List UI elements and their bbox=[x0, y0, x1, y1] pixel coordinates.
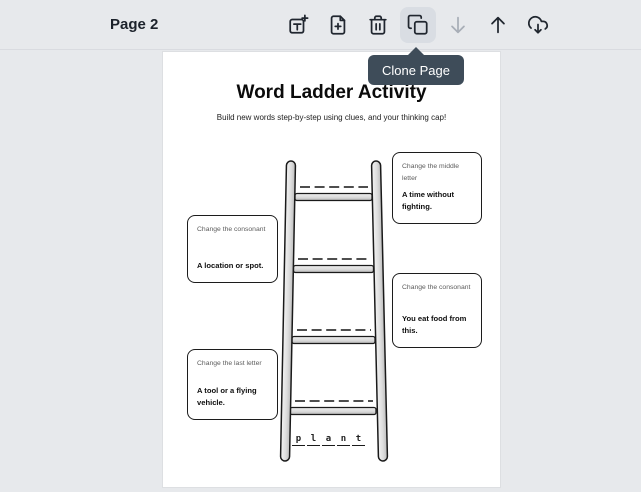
clue-box-label: Change the last letter bbox=[197, 360, 262, 367]
clue-box-label: Change the consonant bbox=[197, 226, 266, 233]
worksheet-subtitle: Build new words step-by-step using clues… bbox=[216, 113, 447, 122]
cloud-download-icon bbox=[527, 14, 549, 36]
clone-page-tooltip: Clone Page bbox=[368, 47, 464, 85]
clue-box-consonant-food: Change the consonant You eat food from t… bbox=[392, 273, 482, 348]
clue-box-label: Change the consonant bbox=[402, 284, 471, 291]
clue-box-clue: A location or spot. bbox=[197, 261, 264, 271]
move-page-up-button[interactable] bbox=[480, 7, 516, 43]
document-page[interactable]: Word Ladder Activity Build new words ste… bbox=[163, 52, 500, 487]
download-button[interactable] bbox=[520, 7, 556, 43]
arrow-down-icon bbox=[447, 14, 469, 36]
start-word: p l a n t bbox=[292, 433, 365, 446]
start-word-letter: l bbox=[307, 433, 320, 446]
clue-box-clue: A time without fighting. bbox=[402, 189, 455, 212]
add-text-button[interactable] bbox=[280, 7, 316, 43]
arrow-up-icon bbox=[487, 14, 509, 36]
trash-icon bbox=[367, 14, 389, 36]
worksheet-title: Word Ladder Activity bbox=[236, 82, 427, 103]
clue-box-label: Change the middle letter bbox=[402, 163, 460, 182]
clue-box-clue: You eat food from this. bbox=[402, 313, 467, 336]
start-word-letter: t bbox=[352, 433, 365, 446]
clone-page-icon bbox=[407, 14, 429, 36]
start-word-letter: a bbox=[322, 433, 335, 446]
clone-page-button[interactable] bbox=[400, 7, 436, 43]
start-word-letter: n bbox=[337, 433, 350, 446]
ladder-illustration bbox=[279, 160, 389, 462]
add-text-icon bbox=[287, 14, 309, 36]
delete-page-button[interactable] bbox=[360, 7, 396, 43]
toolbar-buttons bbox=[280, 7, 556, 43]
tooltip-arrow-up bbox=[407, 47, 424, 55]
clue-box-middle-letter: Change the middle letter A time without … bbox=[392, 152, 482, 224]
clue-box-last-letter: Change the last letter A tool or a flyin… bbox=[187, 349, 278, 420]
add-page-button[interactable] bbox=[320, 7, 356, 43]
tooltip-text: Clone Page bbox=[382, 62, 450, 78]
move-page-down-button[interactable] bbox=[440, 7, 476, 43]
clue-box-consonant-location: Change the consonant A location or spot. bbox=[187, 215, 278, 283]
clue-box-clue: A tool or a flying vehicle. bbox=[197, 385, 257, 408]
page-label: Page 2 bbox=[110, 16, 159, 33]
start-word-letter: p bbox=[292, 433, 305, 446]
toolbar: Page 2 bbox=[0, 0, 641, 50]
add-page-icon bbox=[327, 14, 349, 36]
